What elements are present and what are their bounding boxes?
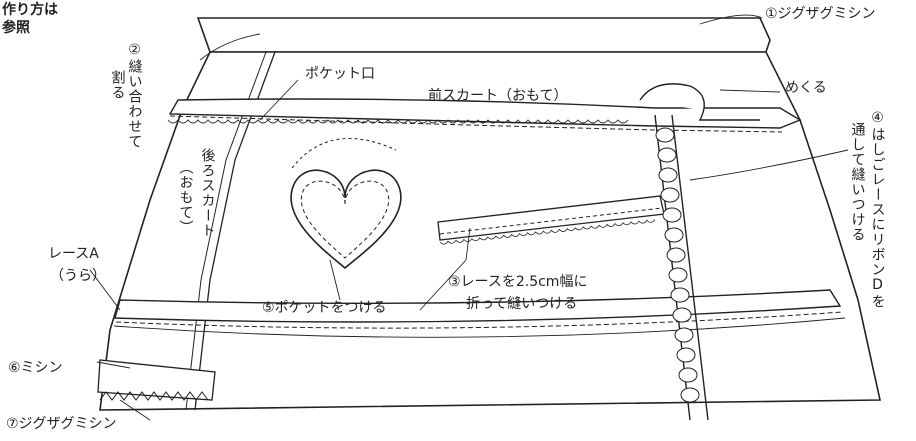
lace-a-strip — [97, 359, 216, 401]
label-pocket-attach: ⑤ポケットをつける — [262, 300, 387, 316]
label-fold-back: めくる — [785, 80, 827, 96]
label-front-skirt: 前スカート（おもて） — [428, 88, 568, 104]
label-lace-fold-1: ③レースを2.5cm幅に — [448, 274, 588, 290]
label-lace-a-1: レースA — [48, 246, 99, 262]
label-split-seam-2: 割る — [109, 70, 126, 100]
ladder-lace — [654, 114, 709, 421]
heart-pocket — [290, 169, 402, 270]
corner-note-line1: 作り方は — [2, 2, 58, 18]
label-zigzag-top: ①ジグザグミシン — [765, 6, 876, 22]
lace-upper — [168, 98, 802, 129]
label-stitch: ⑥ミシン — [8, 360, 63, 376]
label-pocket-mouth: ポケット口 — [305, 66, 375, 82]
pocket-mouth-line — [291, 138, 397, 169]
corner-note-line2: 参照 — [2, 20, 30, 36]
label-back-skirt-1: 後ろスカート — [199, 148, 216, 238]
label-lace-a-2: （うら） — [50, 268, 106, 284]
label-ribbon-2: 通して縫いつける — [849, 122, 866, 242]
label-ribbon-1: ④はしごレースにリボンDを — [869, 110, 886, 309]
label-split-seam: ②縫い合わせて — [126, 42, 143, 149]
waistband — [196, 17, 771, 53]
folded-lace — [639, 83, 760, 121]
label-back-skirt-2: （おもて） — [177, 160, 194, 235]
label-lace-fold-2: 折って縫いつける — [466, 296, 578, 312]
label-zigzag-bottom: ⑦ジグザグミシン — [6, 416, 117, 432]
lace-lower — [114, 289, 842, 323]
